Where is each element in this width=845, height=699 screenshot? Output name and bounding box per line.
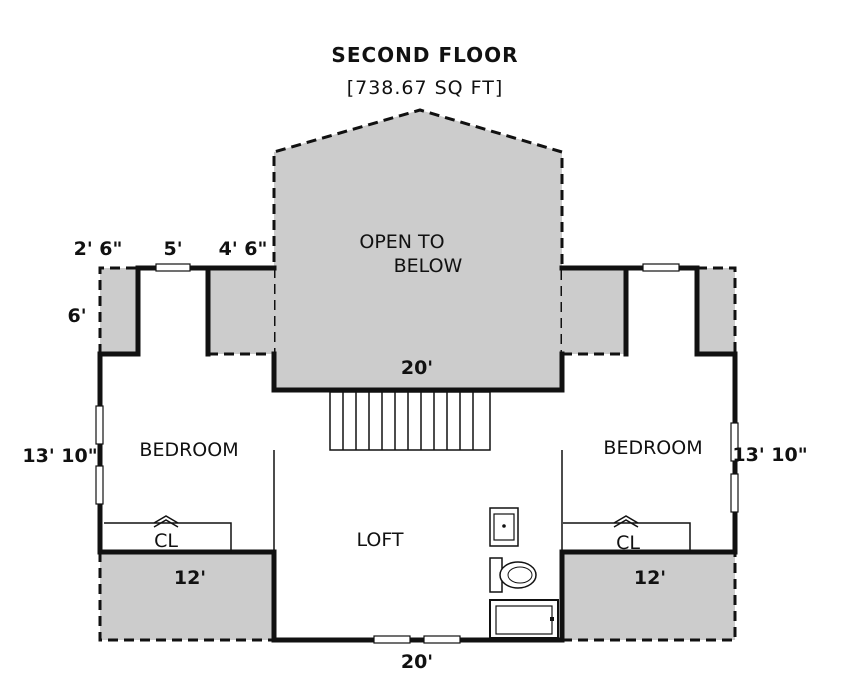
right-dashed-outline: [697, 266, 737, 354]
open-to-below-dashed-roofline: [272, 108, 564, 390]
left-window-lower: [95, 465, 104, 505]
open-to-below-area: [274, 110, 562, 390]
bedroom-left-label: BEDROOM: [139, 439, 238, 461]
plan-title: SECOND FLOOR: [331, 43, 518, 67]
right-closet: [563, 515, 691, 552]
dim-top-left-window: 5': [163, 238, 182, 260]
closet-left-label: CL: [154, 530, 178, 552]
left-dormer-corner: [100, 268, 138, 354]
dim-bottom-width: 20': [401, 651, 433, 673]
right-bottom-eave: [562, 552, 735, 640]
right-top-window: [642, 263, 680, 272]
dim-right-height: 13' 10": [732, 444, 807, 466]
left-corner-wall: [97, 265, 277, 555]
left-bottom-dashed: [98, 552, 274, 642]
loft-bottom-wall: [271, 549, 565, 643]
plan-area: [738.67 SQ FT]: [347, 77, 504, 99]
bedroom-right-label: BEDROOM: [603, 437, 702, 459]
left-dashed-outline: [98, 266, 138, 354]
toilet-icon: [489, 557, 537, 593]
left-top-window: [155, 263, 191, 272]
dim-left-height: 13' 10": [22, 445, 97, 467]
dim-left-dormer-height: 6': [67, 305, 86, 327]
sink-icon: [489, 507, 519, 547]
right-bottom-dashed: [562, 552, 737, 642]
left-window-upper: [95, 405, 104, 445]
closet-right-label: CL: [616, 532, 640, 554]
bathtub-icon: [489, 599, 559, 639]
dim-right-bottom: 12': [634, 567, 666, 589]
left-closet: [104, 515, 232, 552]
right-dormer-inner: [562, 268, 626, 354]
bottom-window-left: [373, 635, 411, 644]
dim-top-left-inner: 4' 6": [219, 238, 268, 260]
left-bottom-eave: [100, 552, 274, 640]
open-to-below-label-2: BELOW: [394, 255, 463, 277]
right-window-lower: [730, 473, 739, 513]
right-dormer-corner: [697, 268, 735, 354]
dim-top-left-corner: 2' 6": [74, 238, 123, 260]
left-dormer-inner: [208, 268, 274, 354]
loft-label: LOFT: [356, 529, 403, 551]
dim-left-bottom: 12': [174, 567, 206, 589]
open-to-below-label-1: OPEN TO: [359, 231, 444, 253]
dim-open-below-width: 20': [401, 357, 433, 379]
bottom-window-right: [423, 635, 461, 644]
stairs: [329, 391, 491, 451]
right-corner-wall: [559, 265, 738, 555]
right-window-upper: [730, 422, 739, 462]
